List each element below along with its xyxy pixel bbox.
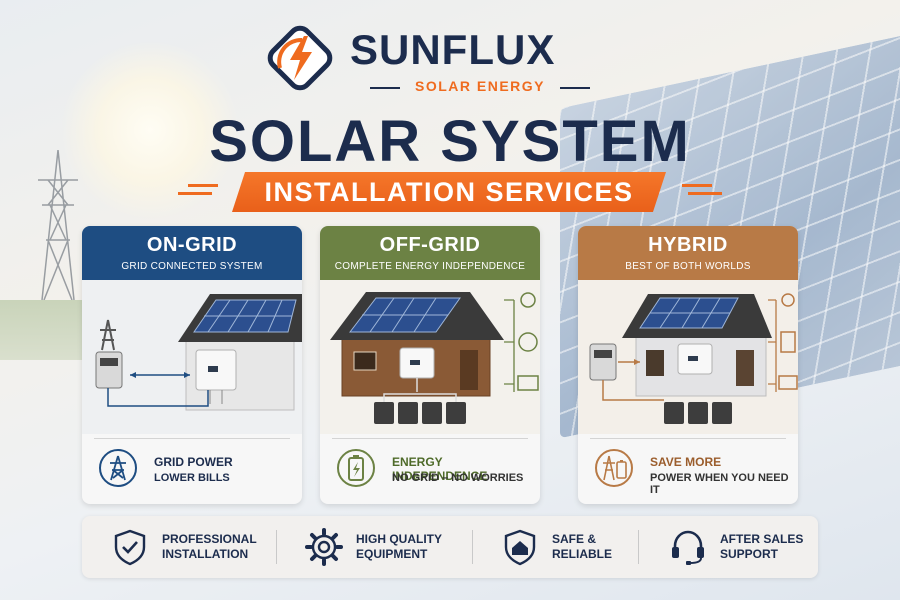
feature-subtitle: POWER WHEN YOU NEED IT (650, 472, 789, 496)
feature-separator (472, 530, 473, 564)
card-header: HYBRID BEST OF BOTH WORLDS (578, 226, 798, 280)
card-header: OFF-GRID COMPLETE ENERGY INDEPENDENCE (320, 226, 540, 280)
feature-text: SAFE & RELIABLE (552, 532, 612, 562)
logo-icon (267, 25, 333, 91)
feature-high-quality-equipment: HIGH QUALITY EQUIPMENT (304, 516, 464, 578)
feature-line: AFTER SALES (720, 532, 804, 546)
feature-line: PROFESSIONAL (162, 532, 257, 546)
ribbon-dash (178, 192, 212, 195)
battery-icon (337, 449, 375, 487)
card-title: HYBRID (648, 234, 728, 256)
off-grid-house-illustration (320, 280, 540, 434)
ribbon-row: INSTALLATION SERVICES (178, 172, 722, 214)
brand-tagline: SOLAR ENERGY (414, 78, 545, 94)
feature-separator (276, 530, 277, 564)
card-subtitle: GRID CONNECTED SYSTEM (121, 261, 263, 272)
feature-title: SAVE MORE (650, 455, 722, 469)
card-divider (94, 438, 290, 439)
tagline-line-right (560, 87, 590, 89)
pylon-icon (99, 449, 137, 487)
card-header: ON-GRID GRID CONNECTED SYSTEM (82, 226, 302, 280)
card-title: ON-GRID (146, 234, 238, 256)
ribbon-dash (188, 184, 218, 187)
services-ribbon: INSTALLATION SERVICES (232, 172, 666, 212)
card-feature: SAVE MORE POWER WHEN YOU NEED IT (578, 444, 798, 500)
feature-line: SAFE & (552, 532, 597, 546)
feature-subtitle: NO GRID – NO WORRIES (392, 472, 524, 484)
feature-text: PROFESSIONAL INSTALLATION (162, 532, 257, 562)
background-pylon-icon (38, 150, 78, 300)
on-grid-house-illustration (82, 280, 302, 434)
card-title: OFF-GRID (379, 234, 481, 256)
card-hybrid[interactable]: HYBRID BEST OF BOTH WORLDS SAVE MORE (578, 226, 798, 504)
brand-tagline-row: SOLAR ENERGY (370, 78, 590, 96)
card-feature: GRID POWER LOWER BILLS (82, 444, 302, 500)
pylon-battery-icon (595, 449, 633, 487)
feature-professional-installation: PROFESSIONAL INSTALLATION (110, 516, 270, 578)
card-off-grid[interactable]: OFF-GRID COMPLETE ENERGY INDEPENDENCE EN… (320, 226, 540, 504)
feature-after-sales-support: AFTER SALES SUPPORT (668, 516, 808, 578)
gear-icon (305, 528, 343, 566)
card-on-grid[interactable]: ON-GRID GRID CONNECTED SYSTEM GRID POWER… (82, 226, 302, 504)
feature-line: EQUIPMENT (356, 547, 428, 561)
feature-line: SUPPORT (720, 547, 779, 561)
hybrid-house-illustration (578, 280, 798, 434)
brand-header: SUNFLUX SOLAR ENERGY (262, 18, 638, 98)
shield-check-icon (114, 529, 146, 566)
card-subtitle: BEST OF BOTH WORLDS (625, 261, 751, 272)
background-trees (0, 300, 90, 360)
feature-text: HIGH QUALITY EQUIPMENT (356, 532, 442, 562)
shield-home-icon (504, 529, 536, 566)
ribbon-dash (682, 184, 712, 187)
sun-glow (60, 40, 240, 220)
headset-icon (672, 530, 704, 565)
feature-line: RELIABLE (552, 547, 612, 561)
feature-text: AFTER SALES SUPPORT (720, 532, 803, 562)
feature-subtitle: LOWER BILLS (154, 472, 230, 484)
ribbon-dash (688, 192, 722, 195)
feature-separator (638, 530, 639, 564)
card-divider (332, 438, 528, 439)
card-divider (590, 438, 786, 439)
features-bar: PROFESSIONAL INSTALLATION HIGH QUALITY E… (82, 516, 818, 578)
feature-line: INSTALLATION (162, 547, 249, 561)
feature-title: GRID POWER (154, 455, 233, 469)
feature-line: HIGH QUALITY (356, 532, 442, 546)
card-feature: ENERGY INDEPENDENCE NO GRID – NO WORRIES (320, 444, 540, 500)
brand-name: SUNFLUX (350, 26, 556, 73)
feature-title: ENERGY INDEPENDENCE (392, 455, 488, 483)
card-subtitle: COMPLETE ENERGY INDEPENDENCE (334, 261, 526, 272)
tagline-line-left (370, 87, 400, 89)
feature-safe-reliable: SAFE & RELIABLE (500, 516, 640, 578)
page-title: SOLAR SYSTEM (209, 109, 691, 174)
